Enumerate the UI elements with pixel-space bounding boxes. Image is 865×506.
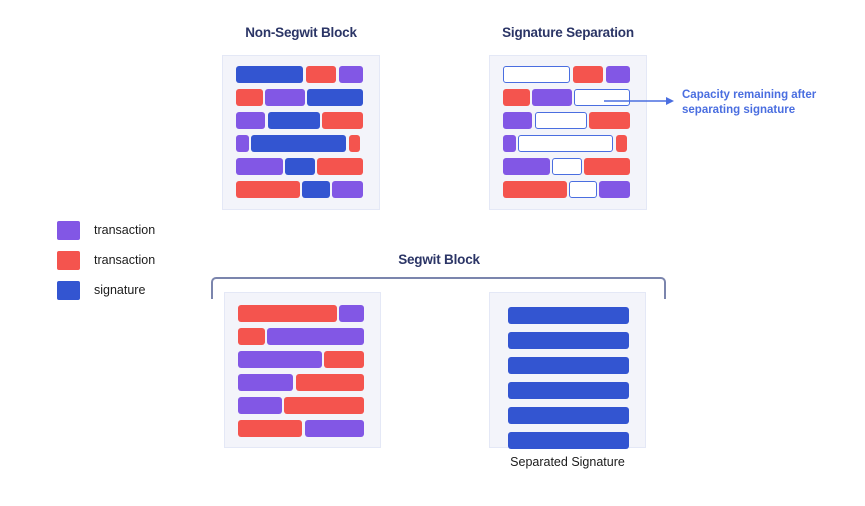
block-cell-transaction <box>305 66 337 83</box>
block-row <box>503 158 635 175</box>
block-row <box>238 397 369 414</box>
block-row <box>503 89 635 106</box>
block-cell-transaction <box>295 374 364 391</box>
block-cell-transaction <box>332 181 363 198</box>
segwit-block-title: Segwit Block <box>398 252 480 267</box>
block-cell-transaction <box>238 328 265 345</box>
block-row <box>236 112 368 129</box>
block-cell-transaction <box>532 89 572 106</box>
block-cell-transaction <box>265 89 305 106</box>
block-cell-transaction <box>503 112 533 129</box>
block-cell-transaction <box>236 112 266 129</box>
callout-text: Capacity remaining after separating sign… <box>682 89 817 116</box>
block-cell-transaction <box>338 66 363 83</box>
block-cell-signature <box>508 332 629 349</box>
block-cell-transaction <box>317 158 363 175</box>
legend-label: signature <box>94 283 146 297</box>
legend-swatch-red <box>57 250 80 270</box>
block-cell-transaction <box>503 89 530 106</box>
block-row <box>503 181 635 198</box>
block-row <box>508 407 629 424</box>
callout-arrow-icon <box>604 97 674 105</box>
legend: transaction transaction signature <box>57 219 155 309</box>
block-cell-transaction <box>503 158 550 175</box>
block-cell-transaction <box>284 397 364 414</box>
block-cell-transaction <box>238 420 303 437</box>
block-cell-removed-signature <box>569 181 597 198</box>
block-cell-signature <box>508 357 629 374</box>
legend-item: transaction <box>57 249 155 271</box>
block-row <box>508 382 629 399</box>
legend-swatch-blue <box>57 280 80 300</box>
block-row <box>508 357 629 374</box>
non-segwit-block-title: Non-Segwit Block <box>245 25 357 40</box>
legend-swatch-purple <box>57 220 80 240</box>
block-row <box>238 351 369 368</box>
block-row <box>236 66 368 83</box>
block-row <box>503 112 635 129</box>
block-cell-transaction <box>615 135 628 152</box>
block-cell-signature <box>508 307 629 324</box>
block-cell-transaction <box>599 181 630 198</box>
block-cell-transaction <box>584 158 630 175</box>
block-cell-transaction <box>304 420 364 437</box>
block-cell-signature <box>508 382 629 399</box>
block-cell-signature <box>267 112 320 129</box>
block-cell-transaction <box>605 66 630 83</box>
block-cell-transaction <box>348 135 361 152</box>
block-cell-removed-signature <box>518 135 614 152</box>
segwit-block-panel <box>224 292 381 448</box>
block-cell-transaction <box>238 397 282 414</box>
block-cell-signature <box>508 432 629 449</box>
block-row <box>503 135 635 152</box>
block-row <box>503 66 635 83</box>
legend-item: transaction <box>57 219 155 241</box>
block-cell-signature <box>285 158 315 175</box>
block-cell-transaction <box>267 328 364 345</box>
block-row <box>508 332 629 349</box>
non-segwit-block-panel <box>222 55 380 210</box>
block-row <box>238 420 369 437</box>
separated-signature-caption: Separated Signature <box>510 455 625 469</box>
legend-label: transaction <box>94 253 156 267</box>
separated-signature-panel <box>489 292 646 449</box>
block-cell-transaction <box>236 158 283 175</box>
block-cell-transaction <box>322 112 363 129</box>
block-cell-signature <box>302 181 330 198</box>
block-row <box>236 181 368 198</box>
block-row <box>238 305 369 322</box>
signature-separation-title: Signature Separation <box>502 25 634 40</box>
segwit-bracket <box>211 277 666 299</box>
block-cell-transaction <box>324 351 364 368</box>
block-cell-transaction <box>503 181 567 198</box>
block-cell-removed-signature <box>534 112 587 129</box>
block-cell-transaction <box>238 351 322 368</box>
legend-item: signature <box>57 279 155 301</box>
block-cell-removed-signature <box>503 66 571 83</box>
block-cell-transaction <box>238 305 337 322</box>
block-cell-signature <box>236 66 304 83</box>
signature-separation-panel <box>489 55 647 210</box>
block-cell-signature <box>251 135 347 152</box>
block-cell-removed-signature <box>552 158 582 175</box>
block-row <box>236 89 368 106</box>
block-cell-signature <box>307 89 363 106</box>
block-cell-signature <box>508 407 629 424</box>
block-row <box>236 158 368 175</box>
block-cell-transaction <box>236 89 263 106</box>
block-row <box>238 328 369 345</box>
block-cell-transaction <box>238 374 294 391</box>
block-row <box>508 307 629 324</box>
block-cell-transaction <box>503 135 516 152</box>
legend-label: transaction <box>94 223 156 237</box>
block-cell-transaction <box>236 135 249 152</box>
block-cell-transaction <box>339 305 364 322</box>
block-cell-transaction <box>589 112 630 129</box>
block-cell-transaction <box>236 181 300 198</box>
block-row <box>238 374 369 391</box>
block-cell-transaction <box>572 66 604 83</box>
block-row <box>508 432 629 449</box>
block-row <box>236 135 368 152</box>
